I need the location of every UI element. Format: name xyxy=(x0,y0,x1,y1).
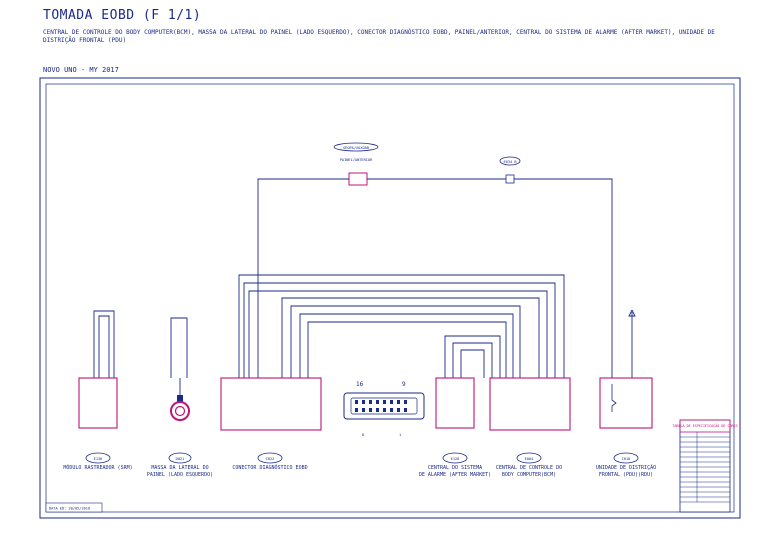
e126-label-1: CENTRAL DO SISTEMA xyxy=(428,465,482,471)
c022-code: C022 xyxy=(266,457,275,461)
e004-code: E004 xyxy=(525,457,534,461)
e004-label-1: CENTRAL DE CONTROLE DO xyxy=(496,465,562,471)
component-c010[interactable]: C010 UNIDADE DE DISTRIÇÃO FRONTAL (PDU)(… xyxy=(596,377,656,478)
c010-label-2: FRONTAL (PDU)(RDU) xyxy=(599,472,653,478)
component-e004[interactable]: E004 CENTRAL DE CONTROLE DO BODY COMPUTE… xyxy=(489,377,571,478)
component-c022[interactable]: C022 CONECTOR DIAGNÓSTICO EOBD xyxy=(220,377,322,471)
d021-label-1: MASSA DA LATERAL DO xyxy=(151,465,208,471)
frame-inner xyxy=(45,83,735,513)
e126-code: E126 xyxy=(451,457,460,461)
pin-1-label: 1 xyxy=(399,433,401,437)
pin-8-label: 8 xyxy=(362,433,364,437)
e136-code: E136 xyxy=(94,457,103,461)
top-connector-code: SEOPA/XOXOAB xyxy=(343,146,369,150)
d021-label-2: PAINEL (LADO ESQUERDO) xyxy=(147,472,213,478)
component-e136[interactable]: E136 MÓDULO RASTREADOR (SRM) xyxy=(63,377,133,471)
e004-label-2: BODY COMPUTER(BCM) xyxy=(502,472,556,478)
vehicle-model: NOVO UNO - MY 2017 xyxy=(43,66,119,74)
pin-9-label: 9 xyxy=(402,381,406,388)
footer-date-box: DATA ED: 28/05/2016 xyxy=(45,502,103,513)
legend-title: TABELA DE ESPECIFICAÇÃO DE CORES xyxy=(672,423,737,428)
e126-label-2: DE ALARME (AFTER MARKET) xyxy=(419,472,491,478)
component-d021[interactable]: D021 MASSA DA LATERAL DO PAINEL (LADO ES… xyxy=(147,378,213,478)
page-title: TOMADA EOBD (F 1/1) xyxy=(43,8,202,23)
d021-code: D021 xyxy=(176,457,185,461)
footer-date: DATA ED: 28/05/2016 xyxy=(49,507,90,511)
eobd-pin-view: 16 9 8 1 xyxy=(343,381,425,437)
top-splice-code: E034 B xyxy=(504,160,517,164)
color-legend-table: TABELA DE ESPECIFICAÇÃO DE CORES xyxy=(672,419,738,513)
c010-code: C010 xyxy=(622,457,631,461)
c022-label: CONECTOR DIAGNÓSTICO EOBD xyxy=(232,464,307,471)
component-e126[interactable]: E126 CENTRAL DO SISTEMA DE ALARME (AFTER… xyxy=(419,377,491,478)
top-connector-location: PAINEL/ANTERIOR xyxy=(340,158,373,162)
top-wire xyxy=(257,178,613,378)
frame-outer xyxy=(39,77,741,519)
pin-16-label: 16 xyxy=(356,381,364,388)
c010-label-1: UNIDADE DE DISTRIÇÃO xyxy=(596,464,656,471)
page-subtitle: CENTRAL DE CONTROLE DO BODY COMPUTER(BCM… xyxy=(43,29,715,44)
wire-bundles xyxy=(93,274,636,378)
e136-label: MÓDULO RASTREADOR (SRM) xyxy=(63,464,132,471)
top-connector[interactable]: SEOPA/XOXOAB PAINEL/ANTERIOR xyxy=(333,142,379,186)
